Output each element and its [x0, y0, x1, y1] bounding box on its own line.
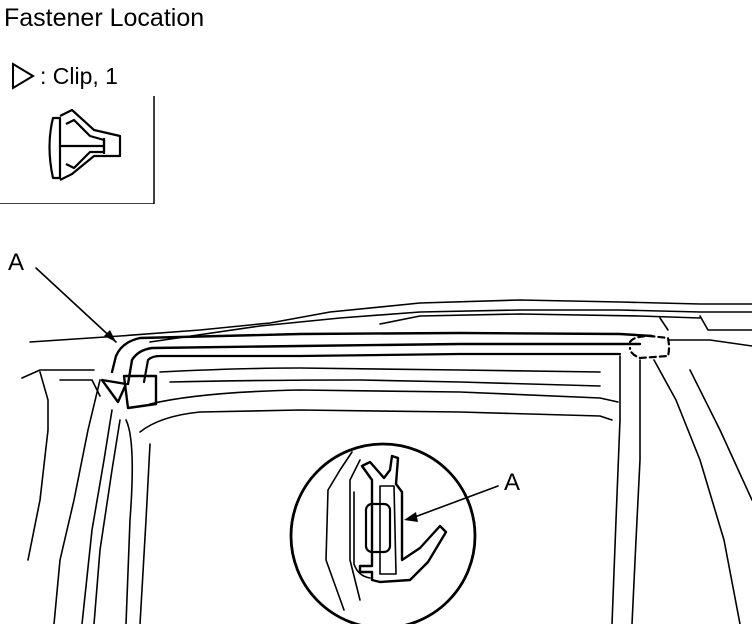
vehicle-diagram [21, 267, 752, 624]
triangle-icon [12, 62, 35, 90]
clip-marker-icon [100, 378, 128, 404]
detail-circle [289, 442, 477, 624]
legend-text: : Clip, 1 [40, 63, 118, 89]
weatherstrip-end [628, 334, 671, 360]
callout-a-detail: A [504, 469, 521, 496]
clip-frame [0, 96, 155, 204]
callout-a-main: A [8, 249, 25, 276]
clip-icon [48, 108, 122, 181]
leader-detail [411, 485, 499, 519]
legend-row: : Clip, 1 [10, 60, 118, 92]
clip-location [122, 374, 158, 410]
roof-line [29, 299, 752, 343]
leader-main [35, 267, 117, 343]
weatherstrip [110, 331, 654, 374]
detail-clip [358, 454, 448, 584]
page-title: Fastener Location [4, 4, 205, 32]
clip-illustration [0, 96, 155, 204]
